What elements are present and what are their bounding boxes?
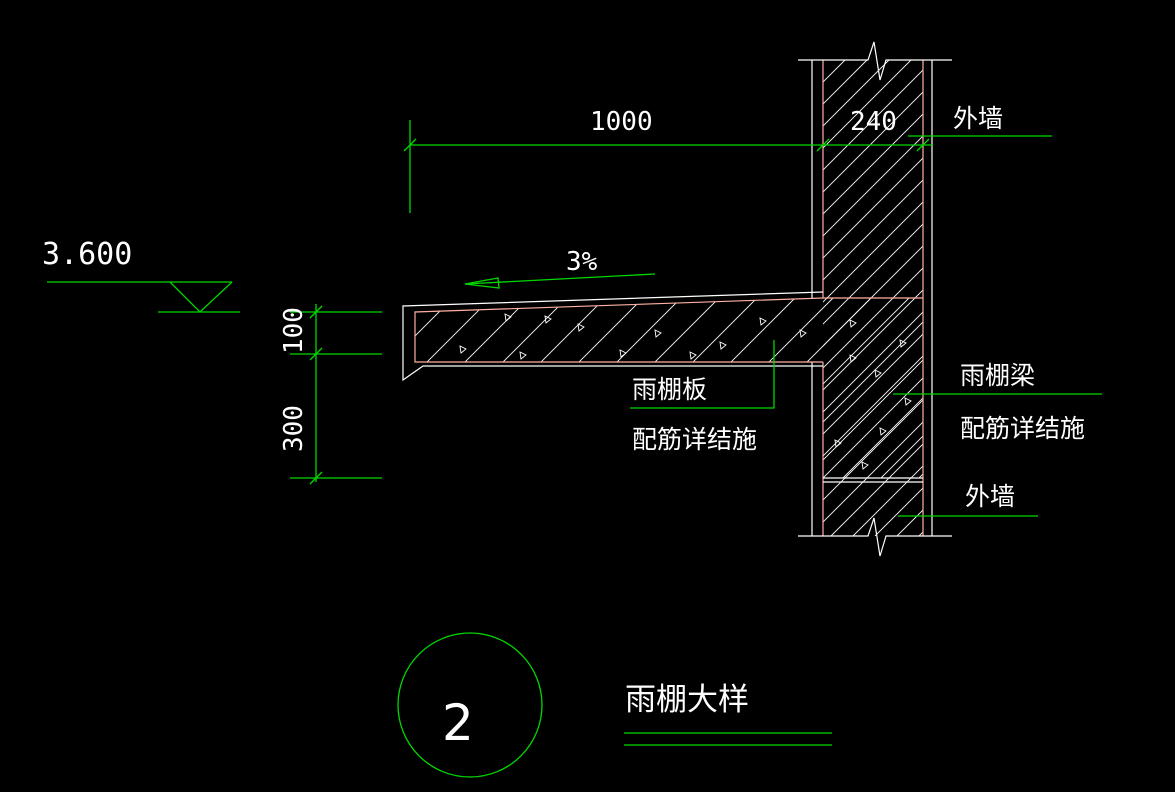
hatch-line: [415, 298, 568, 478]
aggregate-mark: [519, 351, 527, 360]
aggregate-mark: [849, 354, 857, 363]
hatch-line: [804, 298, 923, 478]
hatch-line: [415, 298, 454, 478]
hatch-line: [823, 60, 923, 536]
hatch-line: [823, 60, 923, 536]
aggregate-mark: [874, 369, 882, 378]
hatch-line: [415, 298, 530, 478]
hatch-line: [823, 60, 923, 536]
aggregate-mark: [654, 329, 662, 338]
hatch-line: [1139, 60, 1175, 536]
aggregate-mark: [619, 349, 627, 358]
hatch-line: [823, 60, 923, 536]
hatch-line: [842, 298, 923, 478]
leader-lines: [630, 135, 1102, 517]
dimension-300: 300: [279, 405, 309, 452]
dimension-100: 100: [279, 307, 309, 354]
canopy-slab-outline: [402, 273, 923, 382]
aggregate-mark: [799, 329, 807, 338]
dimension-lines: [290, 120, 933, 485]
wall-outline: [798, 41, 952, 557]
hatch-line: [1117, 60, 1175, 536]
hatch-line: [823, 60, 824, 536]
hatch-line: [823, 60, 912, 536]
dimension-1000: 1000: [590, 107, 653, 137]
hatch-line: [415, 298, 492, 478]
hatch-line: [1073, 60, 1175, 536]
aggregate-mark: [849, 319, 857, 328]
hatch-line: [823, 60, 923, 536]
concrete-aggregate-marks: [459, 313, 912, 470]
aggregate-mark: [899, 339, 907, 348]
hatch-line: [766, 298, 923, 478]
hatch-line: [985, 60, 1175, 536]
canopy-beam-label: 雨棚梁: [960, 361, 1035, 390]
hatch-line: [1007, 60, 1175, 536]
title-underline: [624, 732, 832, 746]
aggregate-mark: [904, 397, 912, 406]
hatch-line: [1033, 298, 1175, 478]
canopy-beam-rebar-label: 配筋详结施: [960, 414, 1085, 443]
elevation-label: 3.600: [42, 237, 132, 272]
hatch-line: [823, 60, 923, 536]
hatch-line: [823, 60, 923, 536]
wall-hatching: [823, 60, 1175, 536]
hatch-line: [462, 298, 644, 478]
aggregate-mark: [719, 341, 727, 350]
hatch-line: [1161, 60, 1175, 536]
aggregate-mark: [834, 439, 842, 448]
slope-label: 3%: [566, 247, 598, 277]
aggregate-mark: [879, 427, 887, 436]
outer-wall-label-bottom: 外墙: [965, 482, 1015, 511]
hatch-line: [1071, 298, 1175, 478]
aggregate-mark: [459, 345, 467, 354]
hatch-line: [415, 298, 416, 478]
hatch-line: [1095, 60, 1175, 536]
aggregate-mark: [689, 351, 697, 360]
hatch-line: [830, 60, 923, 536]
aggregate-mark: [759, 317, 767, 326]
hatch-line: [823, 60, 923, 536]
aggregate-mark: [504, 313, 512, 322]
canopy-slab-rebar-label: 配筋详结施: [632, 425, 757, 454]
elevation-symbol: [47, 281, 240, 313]
aggregate-mark: [577, 323, 585, 332]
hatch-line: [1051, 60, 1175, 536]
detail-title: 雨棚大样: [625, 682, 749, 718]
aggregate-mark: [861, 461, 869, 470]
hatch-line: [1029, 60, 1175, 536]
detail-number: 2: [442, 694, 474, 752]
detail-number-circle: [397, 632, 543, 778]
outer-wall-label-top: 外墙: [953, 104, 1003, 133]
aggregate-mark: [544, 315, 552, 324]
dimension-240: 240: [850, 107, 897, 137]
hatch-line: [896, 60, 923, 536]
hatch-line: [823, 60, 923, 536]
canopy-slab-label: 雨棚板: [632, 375, 707, 404]
hatch-line: [880, 298, 923, 478]
